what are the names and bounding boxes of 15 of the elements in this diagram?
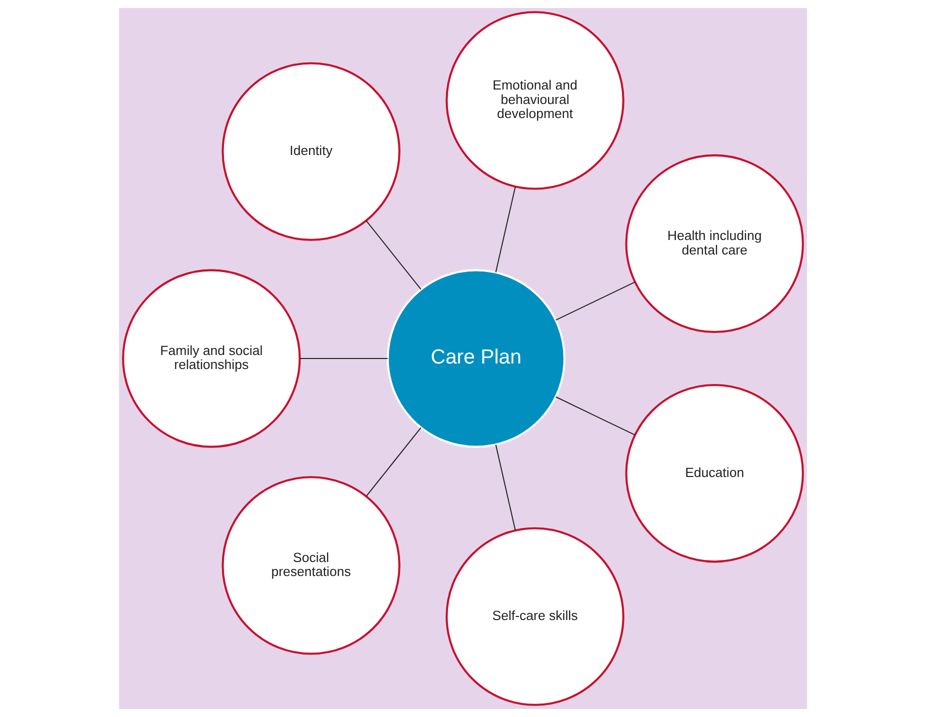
node-circle: Health including dental care — [624, 154, 804, 333]
node-circle: Self-care skills — [445, 527, 624, 706]
node-circle: Identity — [221, 62, 400, 241]
connector — [555, 282, 635, 321]
connector — [494, 186, 516, 272]
node-circle: Family and social relationships — [122, 269, 300, 448]
connector — [494, 444, 516, 530]
node-circle: Care Plan — [386, 269, 565, 448]
connector — [365, 427, 421, 497]
node-circle: Education — [624, 384, 804, 563]
connector — [555, 396, 635, 436]
node-circle: Social presentations — [221, 476, 400, 655]
connector — [365, 220, 421, 290]
connector — [299, 358, 388, 359]
node-circle: Emotional and behavioural development — [445, 11, 624, 190]
